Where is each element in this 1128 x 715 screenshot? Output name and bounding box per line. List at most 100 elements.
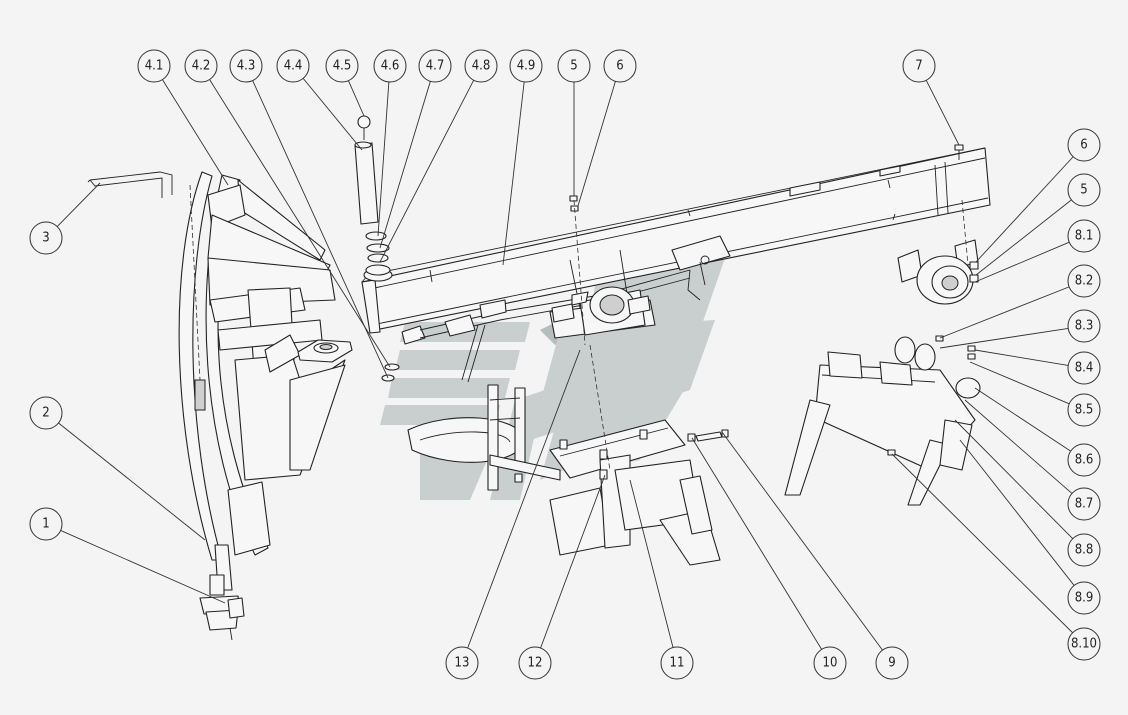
callout-circle bbox=[1067, 533, 1101, 567]
callout-label: 3 bbox=[42, 231, 49, 246]
leader-line-8.10 bbox=[891, 453, 1073, 634]
callout-label: 1 bbox=[42, 517, 49, 532]
callout-label: 8.4 bbox=[1075, 361, 1094, 376]
callout-13: 13 bbox=[445, 646, 479, 680]
callout-circle bbox=[518, 646, 552, 680]
callout-8.5: 8.5 bbox=[1067, 393, 1101, 427]
callout-circle bbox=[1067, 627, 1101, 661]
part-8-attachment-frame bbox=[784, 335, 981, 506]
callout-circle bbox=[29, 221, 63, 255]
leader-line-4.4 bbox=[302, 78, 363, 151]
callout-circle bbox=[276, 49, 310, 83]
callout-circle bbox=[603, 49, 637, 83]
pillow-block-bearing bbox=[549, 286, 656, 339]
callout-label: 2 bbox=[42, 406, 49, 421]
callout-8.7: 8.7 bbox=[1067, 487, 1101, 521]
callout-12: 12 bbox=[518, 646, 552, 680]
leader-line-8.3 bbox=[939, 327, 1069, 349]
callout-circle bbox=[373, 49, 407, 83]
hub-assembly bbox=[897, 239, 979, 305]
leader-line-6 bbox=[577, 81, 616, 207]
part-3-handle bbox=[87, 171, 173, 198]
part-4-9-main-beam bbox=[361, 147, 991, 334]
leader-line-4.1 bbox=[162, 79, 229, 186]
callout-circle bbox=[557, 49, 591, 83]
leader-line-4.9 bbox=[502, 81, 525, 266]
leader-line-3 bbox=[56, 182, 101, 227]
callout-2: 2 bbox=[29, 396, 63, 430]
callout-6: 6 bbox=[603, 49, 637, 83]
callout-label: 8.10 bbox=[1071, 637, 1097, 652]
callout-label: 6 bbox=[616, 59, 623, 74]
callout-circle bbox=[1067, 173, 1101, 207]
leader-line-4.8 bbox=[379, 80, 475, 263]
callout-circle bbox=[229, 49, 263, 83]
callout-4.1: 4.1 bbox=[137, 49, 171, 83]
callout-label: 8.2 bbox=[1075, 274, 1094, 289]
callout-label: 11 bbox=[670, 656, 685, 671]
callout-circle bbox=[325, 49, 359, 83]
callout-circle bbox=[509, 49, 543, 83]
part-13-bracket bbox=[407, 384, 561, 491]
callout-circle bbox=[137, 49, 171, 83]
leader-line-9 bbox=[721, 431, 883, 651]
callout-5b: 5 bbox=[1067, 173, 1101, 207]
callout-label: 4.4 bbox=[284, 59, 303, 74]
callout-circle bbox=[1067, 487, 1101, 521]
callout-circle bbox=[813, 646, 847, 680]
callout-circle bbox=[1067, 264, 1101, 298]
callout-label: 4.9 bbox=[517, 59, 536, 74]
callout-10: 10 bbox=[813, 646, 847, 680]
callout-label: 4.3 bbox=[237, 59, 256, 74]
callout-label: 8.8 bbox=[1075, 543, 1094, 558]
callout-5: 5 bbox=[557, 49, 591, 83]
callout-8.4: 8.4 bbox=[1067, 351, 1101, 385]
callout-circle bbox=[418, 49, 452, 83]
part-4-1-bearing-plate bbox=[297, 339, 353, 363]
callout-label: 8.6 bbox=[1075, 453, 1094, 468]
callout-8.2: 8.2 bbox=[1067, 264, 1101, 298]
assembly-lines bbox=[189, 184, 969, 471]
callout-label: 8.5 bbox=[1075, 403, 1094, 418]
callout-label: 4.2 bbox=[192, 59, 211, 74]
callout-label: 12 bbox=[528, 656, 543, 671]
callout-6b: 6 bbox=[1067, 128, 1101, 162]
callout-4.4: 4.4 bbox=[276, 49, 310, 83]
callout-4.3: 4.3 bbox=[229, 49, 263, 83]
callout-label: 4.5 bbox=[333, 59, 352, 74]
leader-line-7 bbox=[925, 80, 960, 146]
callout-11: 11 bbox=[660, 646, 694, 680]
leader-line-8.4 bbox=[974, 349, 1069, 366]
callout-8.8: 8.8 bbox=[1067, 533, 1101, 567]
callout-label: 4.8 bbox=[472, 59, 491, 74]
beam-linkage bbox=[401, 235, 731, 383]
callout-9: 9 bbox=[875, 646, 909, 680]
callout-label: 8.3 bbox=[1075, 319, 1094, 334]
callout-circle bbox=[1067, 309, 1101, 343]
callout-circle bbox=[29, 396, 63, 430]
callout-7: 7 bbox=[902, 49, 936, 83]
leader-line-1 bbox=[60, 530, 226, 604]
part-4-4-pin-stack bbox=[354, 115, 391, 276]
callout-4.8: 4.8 bbox=[464, 49, 498, 83]
leader-line-4.6 bbox=[377, 81, 390, 237]
leader-line-12 bbox=[540, 474, 606, 649]
leader-lines bbox=[56, 78, 1075, 651]
callout-8.1: 8.1 bbox=[1067, 219, 1101, 253]
callout-4.6: 4.6 bbox=[373, 49, 407, 83]
callout-circle bbox=[1067, 219, 1101, 253]
leader-line-8.9 bbox=[959, 439, 1075, 586]
callout-circle bbox=[184, 49, 218, 83]
callout-8.3: 8.3 bbox=[1067, 309, 1101, 343]
leader-line-11 bbox=[629, 479, 674, 648]
callout-circle bbox=[1067, 128, 1101, 162]
callout-label: 5 bbox=[570, 59, 577, 74]
callout-8.10: 8.10 bbox=[1067, 627, 1101, 661]
callout-label: 13 bbox=[455, 656, 470, 671]
callout-circle bbox=[875, 646, 909, 680]
callout-circle bbox=[1067, 351, 1101, 385]
callout-circle bbox=[902, 49, 936, 83]
leader-line-4.5 bbox=[348, 80, 365, 117]
